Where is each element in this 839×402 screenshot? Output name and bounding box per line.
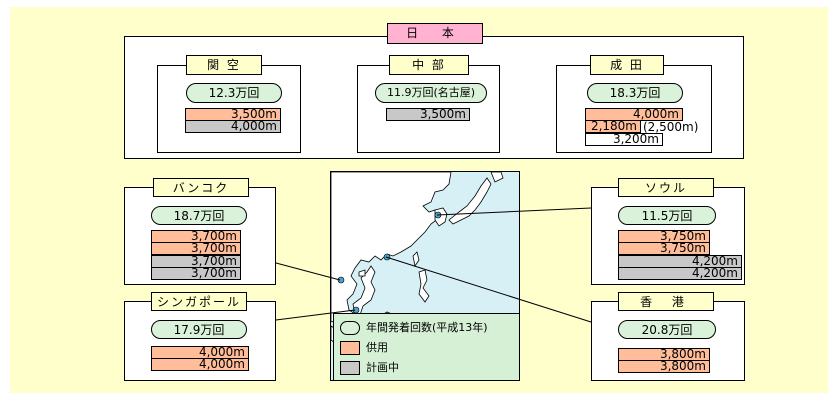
seoul-runway-2: 3,750m bbox=[618, 242, 710, 255]
narita-title: 成 田 bbox=[590, 55, 664, 75]
narita-count: 18.3万回 bbox=[587, 83, 683, 103]
bangkok-count: 18.7万回 bbox=[151, 206, 247, 225]
narita-runway-3: 3,200m bbox=[585, 133, 663, 146]
bangkok-marker bbox=[337, 276, 345, 284]
kansai-runway-2: 4,000m bbox=[185, 120, 281, 133]
seoul-marker bbox=[434, 211, 442, 219]
seoul-title: ソウル bbox=[618, 178, 714, 197]
legend-annual-label: 年間発着回数(平成13年) bbox=[366, 321, 488, 334]
narita-runway-2-extension: (2,500m) bbox=[643, 120, 699, 134]
kansai-title: 関 空 bbox=[186, 55, 262, 75]
kansai-count: 12.3万回 bbox=[186, 83, 282, 103]
seoul-count: 11.5万回 bbox=[618, 206, 716, 225]
legend-in-use-label: 供用 bbox=[366, 341, 388, 354]
singapore-count: 17.9万回 bbox=[151, 320, 247, 339]
narita-runway-2: 2,180m bbox=[585, 120, 641, 133]
legend-annual-swatch bbox=[340, 321, 360, 335]
hongkong-runway-1: 3,800m bbox=[618, 348, 710, 361]
legend: 年間発着回数(平成13年) 供用 計画中 bbox=[333, 313, 520, 381]
chubu-count: 11.9万回(名古屋) bbox=[375, 83, 487, 103]
kansai-runway-1: 3,500m bbox=[185, 108, 281, 121]
chubu-runway-1: 3,500m bbox=[386, 108, 470, 121]
hongkong-title: 香 港 bbox=[618, 292, 714, 311]
legend-planned-swatch bbox=[340, 361, 360, 375]
bangkok-runway-2: 3,700m bbox=[151, 242, 241, 255]
bangkok-runway-4: 3,700m bbox=[151, 267, 241, 280]
chubu-title: 中 部 bbox=[389, 55, 469, 75]
hongkong-runway-2: 3,800m bbox=[618, 360, 710, 373]
legend-in-use-swatch bbox=[340, 341, 360, 355]
hongkong-marker bbox=[383, 253, 391, 261]
hongkong-count: 20.8万回 bbox=[618, 320, 716, 339]
bangkok-title: バンコク bbox=[153, 178, 249, 197]
seoul-runway-4: 4,200m bbox=[618, 267, 742, 280]
japan-title: 日 本 bbox=[387, 23, 483, 44]
legend-planned-label: 計画中 bbox=[366, 361, 399, 374]
singapore-title: シンガポール bbox=[151, 292, 247, 311]
singapore-runway-2: 4,000m bbox=[151, 358, 249, 371]
